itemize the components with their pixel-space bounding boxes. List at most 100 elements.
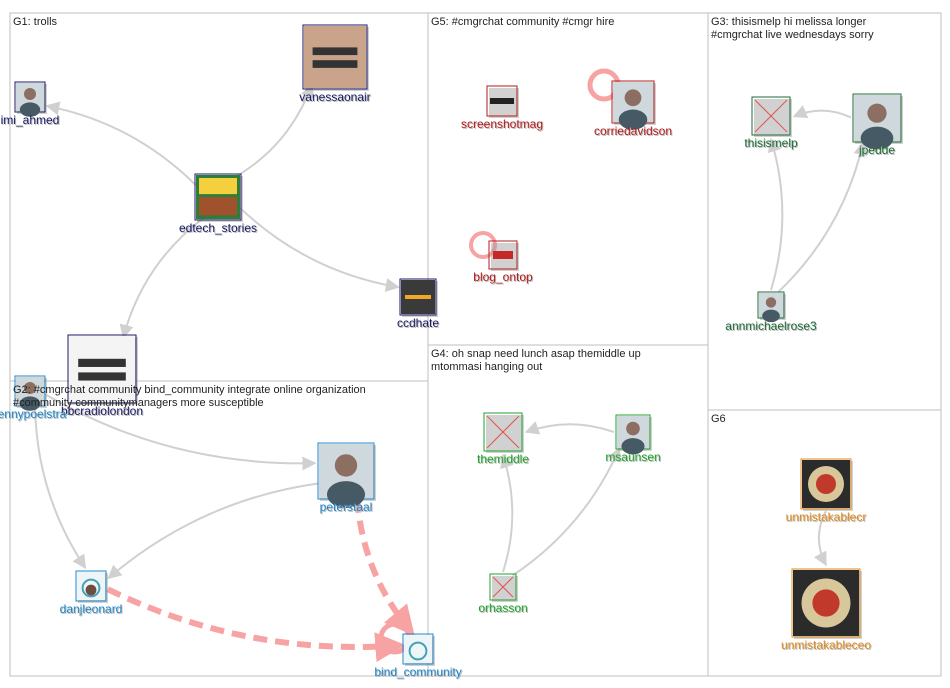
edge-edtech_stories-to-ccdhate — [239, 207, 400, 292]
edge-annmichaelrose3-to-jpedde — [777, 140, 868, 293]
node-label-shadow: vanessaonair — [300, 91, 371, 105]
person-photo-icon — [317, 442, 376, 508]
node-label-shadow: unmistakableceo — [782, 639, 872, 653]
person-photo-icon — [611, 80, 656, 130]
node-label-shadow: blog_ontop — [474, 271, 534, 285]
bbc-radio-london-logo-icon — [67, 334, 138, 405]
node-label-shadow: jpedde — [859, 144, 896, 158]
node-label-shadow: bind_community — [375, 666, 462, 680]
group-label-g3: G3: thisismelp hi melissa longer#cmgrcha… — [711, 16, 874, 41]
node-label: msaunsen — [605, 450, 660, 464]
edge-peterstaal-to-danjleonard — [107, 482, 319, 580]
edge-rennypoelstra-to-peterstaal — [45, 394, 317, 471]
node-label-shadow: corriedavidson — [595, 125, 673, 139]
group-box-g6 — [707, 409, 942, 677]
node-label-shadow: imi_ahmed — [2, 114, 61, 128]
node-label: ccdhate — [397, 316, 439, 330]
node-label: imi_ahmed — [1, 113, 60, 127]
bbc-radio-london-photo-icon — [302, 24, 369, 91]
node-label: vanessaonair — [299, 90, 370, 104]
node-label: themiddle — [477, 452, 529, 466]
node-label: danjleonard — [60, 602, 123, 616]
edge-orhasson-to-msaunsen — [512, 446, 621, 577]
edge-edtech_stories-to-vanessaonair — [233, 83, 315, 179]
node-label-shadow: ccdhate — [398, 317, 440, 331]
node-label: peterstaal — [320, 500, 373, 514]
edge-peterstaal-to-bind_community — [354, 498, 415, 636]
node-label-shadow: bbcradiolondon — [62, 405, 144, 419]
edge-layer — [34, 68, 868, 663]
node-label-shadow: msaunsen — [606, 451, 661, 465]
node-label: blog_ontop — [473, 270, 533, 284]
node-label: thisismelp — [744, 136, 798, 150]
group-box-g3 — [707, 12, 942, 411]
broken-image-icon — [751, 96, 792, 137]
node-label-shadow: thisismelp — [745, 137, 799, 151]
group-boxes — [9, 12, 942, 677]
node-label: annmichaelrose3 — [725, 319, 817, 333]
node-label-shadow: annmichaelrose3 — [726, 320, 818, 334]
bind-logo-icon — [402, 633, 435, 666]
self-loop-blog_ontop — [469, 231, 497, 259]
person-photo-icon — [14, 81, 47, 117]
unmistakable-logo-icon — [791, 568, 862, 639]
node-label-shadow: rennypoelstra — [0, 408, 68, 422]
tech-logo-icon — [194, 173, 243, 222]
person-photo-icon — [615, 414, 652, 455]
edge-rennypoelstra-to-danjleonard — [34, 407, 87, 570]
person-photo-icon — [14, 375, 47, 411]
group-box-g5 — [427, 12, 709, 346]
broken-image-icon — [489, 573, 518, 602]
node-label-shadow: danjleonard — [61, 603, 124, 617]
node-label: bind_community — [374, 665, 461, 679]
person-photo-icon — [757, 291, 786, 323]
person-photo-icon — [852, 93, 903, 150]
group-box-g4 — [427, 344, 709, 677]
group-label-g1: G1: trolls — [13, 16, 58, 28]
node-label-shadow: edtech_stories — [180, 222, 258, 236]
screenshot-logo-icon — [486, 85, 519, 118]
node-label: edtech_stories — [179, 221, 257, 235]
group-label-g4: G4: oh snap need lunch asap themiddle up… — [431, 348, 641, 373]
ccdh-logo-icon — [399, 278, 438, 317]
edge-danjleonard-to-bind_community — [106, 586, 406, 663]
edge-edtech_stories-to-imi_ahmed — [45, 101, 197, 186]
node-label-shadow: unmistakablecr — [787, 511, 868, 525]
node-label-shadow: orhasson — [479, 602, 528, 616]
node-label: unmistakablecr — [786, 510, 867, 524]
node-label: bbcradiolondon — [61, 404, 143, 418]
edge-unmistakablecr-to-unmistakableceo — [813, 510, 827, 567]
node-label: corriedavidson — [594, 124, 672, 138]
broken-image-icon — [483, 412, 524, 453]
edge-edtech_stories-to-bbcradiolondon — [119, 216, 205, 339]
group-label-g6: G6 — [711, 413, 726, 425]
bind-person-icon — [75, 570, 108, 603]
unmistakable-logo-icon — [800, 458, 853, 511]
node-label: orhasson — [478, 601, 527, 615]
node-label: jpedde — [858, 143, 895, 157]
node-label: rennypoelstra — [0, 407, 67, 421]
